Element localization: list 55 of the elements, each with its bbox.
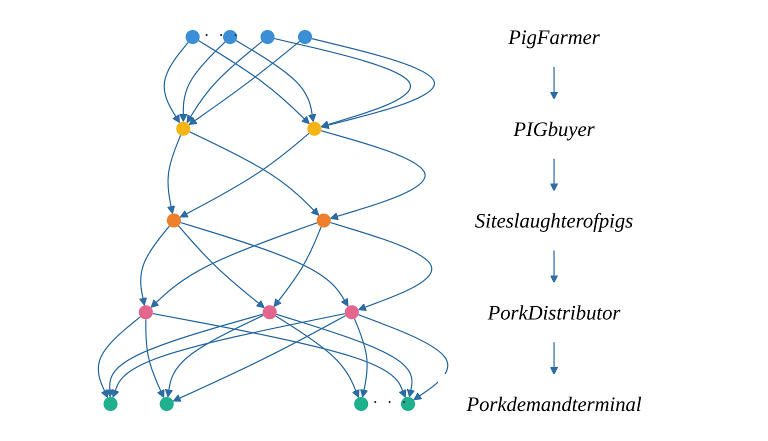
node-text: PorkDistributor xyxy=(488,300,620,324)
node-ellipse xyxy=(104,397,118,412)
arrow xyxy=(150,222,318,308)
arrow xyxy=(312,38,436,130)
node-ellipse xyxy=(176,122,190,136)
arrow xyxy=(358,314,448,400)
node-text: PigFarmer xyxy=(508,25,600,49)
arrow xyxy=(106,314,264,398)
arrow xyxy=(179,41,226,122)
ellipsis-text: · · · xyxy=(204,24,241,46)
arrow xyxy=(172,315,346,402)
arrow xyxy=(166,135,182,214)
arrow xyxy=(274,38,411,128)
arrow xyxy=(189,131,320,216)
arrow xyxy=(275,316,360,398)
arrow xyxy=(236,40,316,122)
arrow xyxy=(198,40,310,124)
node-ellipse xyxy=(400,397,416,412)
node-ellipse xyxy=(307,122,322,136)
node-ellipse xyxy=(316,213,331,228)
arrow xyxy=(354,318,368,398)
arrow xyxy=(274,226,322,308)
node-text: Siteslaughterofpigs xyxy=(474,208,634,232)
arrow xyxy=(320,130,426,220)
arrow xyxy=(550,66,558,100)
arrow xyxy=(164,314,264,398)
node-ellipse xyxy=(354,397,368,412)
ellipsis-text: · · · xyxy=(372,392,410,414)
arrow xyxy=(138,226,170,306)
arrow xyxy=(180,132,310,218)
node-ellipse xyxy=(262,305,277,320)
node-ellipse xyxy=(138,305,153,320)
arrow xyxy=(178,225,265,308)
arrow xyxy=(550,342,558,375)
arrow xyxy=(330,222,432,312)
arrow xyxy=(164,42,189,124)
arrow xyxy=(98,316,141,398)
arrow xyxy=(145,319,164,398)
node-ellipse xyxy=(160,397,174,412)
arrow xyxy=(276,314,415,398)
arrow xyxy=(152,312,406,398)
arrow xyxy=(180,222,349,307)
node-text: Porkdemandterminal xyxy=(466,392,642,416)
node-ellipse xyxy=(298,30,312,44)
node-text: PIGbuyer xyxy=(513,117,595,140)
node-ellipse xyxy=(260,30,275,44)
arrow xyxy=(186,40,262,124)
node-ellipse xyxy=(166,213,181,228)
arrow xyxy=(550,158,558,192)
arrow xyxy=(112,313,346,398)
node-ellipse xyxy=(186,30,200,44)
node-ellipse xyxy=(223,30,238,44)
node-ellipse xyxy=(344,305,359,320)
arrow xyxy=(550,250,558,284)
arrow xyxy=(188,40,300,126)
